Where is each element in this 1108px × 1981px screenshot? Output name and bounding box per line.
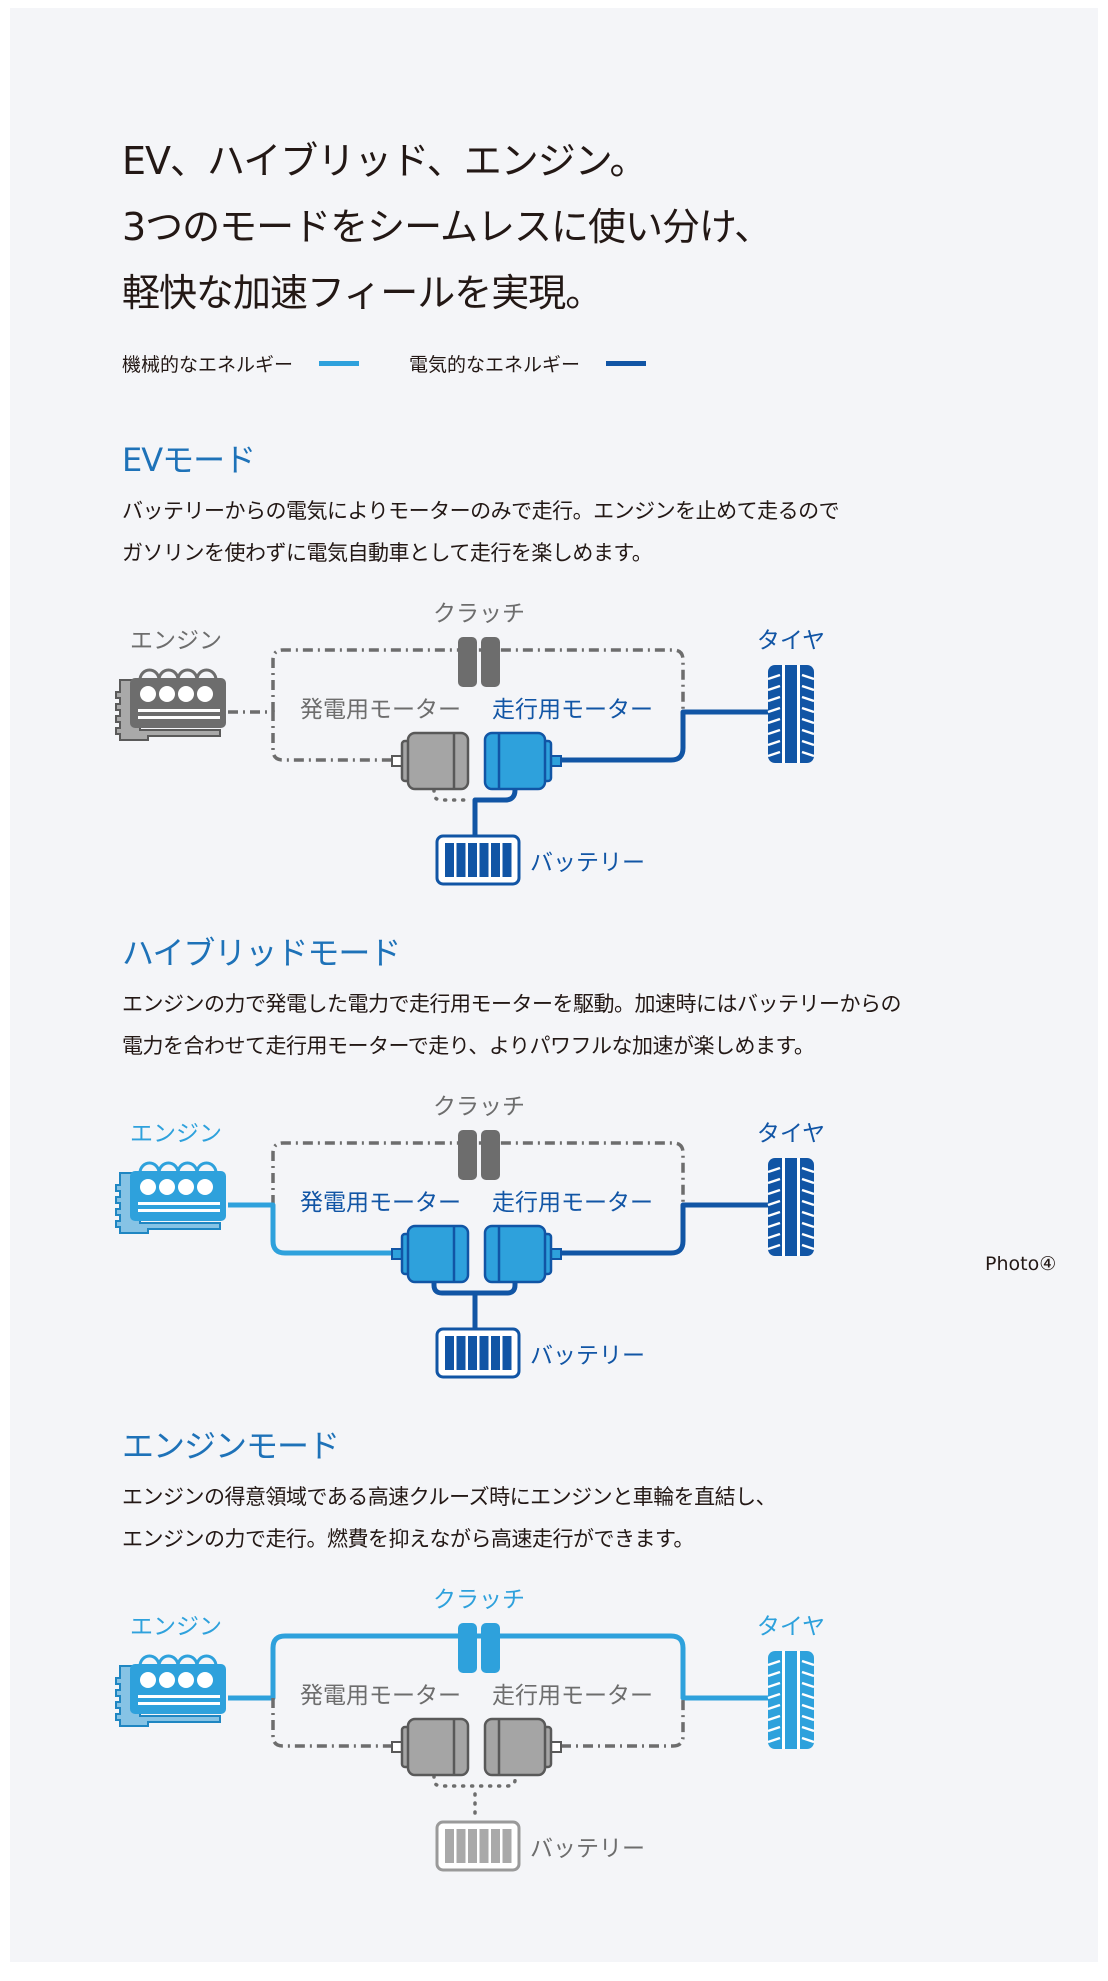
drive-to-tire-path [561, 709, 770, 763]
description-line: エンジンの得意領域である高速クルーズ時にエンジンと車輪を直結し、 [122, 1485, 777, 1509]
legend-item-electrical: 電気的なエネルギー [409, 350, 647, 377]
engine-label: エンジン [130, 1121, 222, 1147]
drive-motor-icon [483, 1717, 562, 1777]
clutch-label: クラッチ [433, 1094, 525, 1120]
engine-mode-title: エンジンモード [122, 1427, 340, 1465]
battery-connection-path [472, 786, 518, 838]
engine-label: エンジン [130, 628, 222, 654]
battery-connection-path [431, 1279, 518, 1331]
description-line: エンジンの力で発電した電力で走行用モーターを駆動。加速時にはバッテリーからの [122, 992, 902, 1016]
hybrid-mode-diagram: エンジン クラッチ発電用モーター 走行用モーター タイヤバッテリー [0, 1083, 1108, 1383]
drive-motor-label: 走行用モーター [492, 1683, 653, 1709]
battery-inactive-path [432, 788, 472, 802]
clutch-icon [458, 1623, 500, 1673]
drive-motor-icon [483, 1224, 562, 1284]
generator-motor-label: 発電用モーター [300, 697, 461, 723]
engine-icon [115, 668, 226, 741]
engine-mode-section: エンジンモード エンジンの得意領域である高速クルーズ時にエンジンと車輪を直結し、… [122, 1426, 1062, 1560]
battery-label: バッテリー [530, 850, 645, 876]
engine-to-generator-path [228, 1202, 395, 1256]
description-line: バッテリーからの電気によりモーターのみで走行。エンジンを止めて走るので [122, 499, 840, 523]
battery-icon [435, 834, 521, 886]
engine-label: エンジン [130, 1614, 222, 1640]
headline-line-2: 3つのモードをシームレスに使い分け、 [122, 205, 772, 249]
description-line: ガソリンを使わずに電気自動車として走行を楽しめます。 [122, 541, 653, 565]
generator-motor-icon [391, 1717, 470, 1777]
ev-mode-diagram: エンジン クラッチ発電用モーター 走行用モーター タイヤバッテリー [0, 590, 1108, 890]
energy-legend: 機械的なエネルギー 電気的なエネルギー [122, 350, 696, 377]
headline-line-1: EV、ハイブリッド、エンジン。 [122, 139, 647, 183]
tire-icon [767, 665, 815, 763]
page-headline: EV、ハイブリッド、エンジン。 3つのモードをシームレスに使い分け、 軽快な加速… [122, 128, 772, 326]
clutch-energy-path [228, 1633, 770, 1701]
engine-to-generator-path [228, 710, 395, 762]
drive-to-tire-path [561, 1202, 770, 1256]
hybrid-mode-section: ハイブリッドモード エンジンの力で発電した電力で走行用モーターを駆動。加速時には… [122, 933, 1062, 1067]
battery-label: バッテリー [530, 1836, 645, 1862]
battery-label: バッテリー [530, 1343, 645, 1369]
clutch-label: クラッチ [433, 1587, 525, 1613]
photo-caption: Photo④ [985, 1253, 1057, 1275]
hybrid-mode-description: エンジンの力で発電した電力で走行用モーターを駆動。加速時にはバッテリーからの 電… [122, 983, 1062, 1067]
generator-motor-label: 発電用モーター [300, 1190, 461, 1216]
legend-label-electrical: 電気的なエネルギー [409, 354, 581, 376]
engine-mode-description: エンジンの得意領域である高速クルーズ時にエンジンと車輪を直結し、 エンジンの力で… [122, 1476, 1062, 1560]
clutch-inactive-path [271, 648, 685, 712]
battery-inactive-path [432, 1774, 517, 1822]
tire-label: タイヤ [757, 1614, 825, 1640]
legend-label-mechanical: 機械的なエネルギー [122, 354, 294, 376]
tire-label: タイヤ [757, 628, 825, 654]
clutch-icon [458, 1130, 500, 1180]
drive-motor-label: 走行用モーター [492, 697, 653, 723]
tire-icon [767, 1651, 815, 1749]
description-line: エンジンの力で走行。燃費を抑えながら高速走行ができます。 [122, 1527, 694, 1551]
inactive-path [561, 1698, 685, 1748]
description-line: 電力を合わせて走行用モーターで走り、よりパワフルな加速が楽しめます。 [122, 1034, 815, 1058]
tire-icon [767, 1158, 815, 1256]
hybrid-mode-title: ハイブリッドモード [122, 934, 401, 972]
ev-mode-description: バッテリーからの電気によりモーターのみで走行。エンジンを止めて走るので ガソリン… [122, 490, 1062, 574]
legend-swatch-mechanical [319, 361, 360, 366]
ev-mode-section: EVモード バッテリーからの電気によりモーターのみで走行。エンジンを止めて走るの… [122, 440, 1062, 574]
engine-icon [115, 1161, 226, 1234]
generator-motor-icon [391, 1224, 470, 1284]
clutch-icon [458, 637, 500, 687]
ev-mode-title: EVモード [122, 441, 256, 479]
tire-label: タイヤ [757, 1121, 825, 1147]
inactive-path [271, 1698, 395, 1748]
generator-motor-label: 発電用モーター [300, 1683, 461, 1709]
battery-icon [435, 1327, 521, 1379]
generator-motor-icon [391, 731, 470, 791]
engine-mode-diagram: エンジン クラッチ発電用モーター 走行用モーター タイヤバッテリー [0, 1576, 1108, 1876]
clutch-label: クラッチ [433, 601, 525, 627]
engine-icon [115, 1654, 226, 1727]
battery-icon [435, 1820, 521, 1872]
drive-motor-icon [483, 731, 562, 791]
headline-line-3: 軽快な加速フィールを実現。 [122, 271, 603, 315]
legend-swatch-electrical [606, 361, 647, 366]
clutch-inactive-path [271, 1141, 685, 1205]
drive-motor-label: 走行用モーター [492, 1190, 653, 1216]
legend-item-mechanical: 機械的なエネルギー [122, 350, 360, 377]
